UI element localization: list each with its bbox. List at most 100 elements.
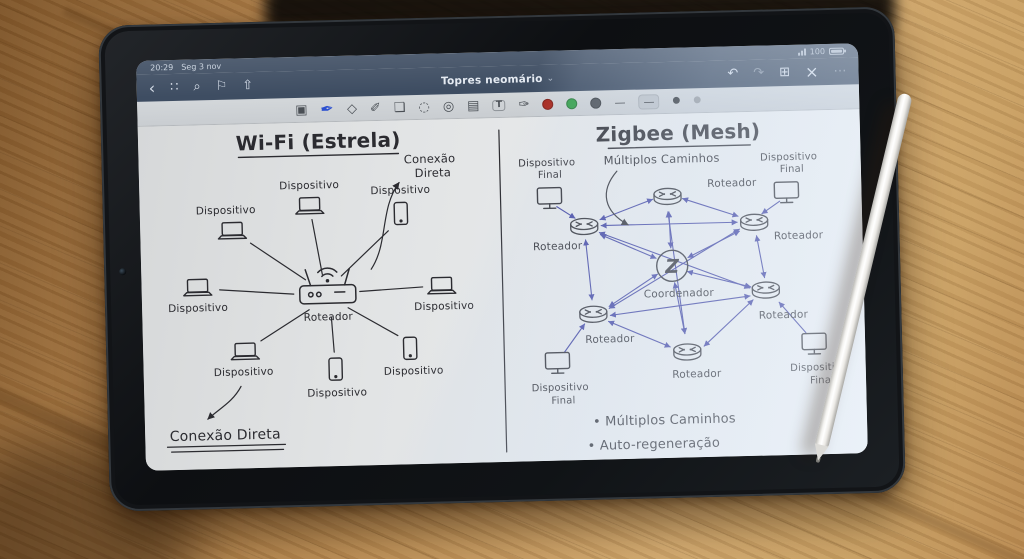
shapes-tool-icon[interactable]: ❏ — [393, 99, 406, 116]
bookmark-icon[interactable]: ⚐ — [215, 78, 228, 94]
end-device-monitor-icon — [801, 332, 828, 355]
end-device-links — [556, 200, 807, 354]
network-topology-drawing: Wi-Fi (Estrela) Ro — [166, 119, 847, 454]
end-device-label: Final — [538, 170, 562, 182]
redo-icon[interactable]: ↷ — [753, 65, 765, 81]
end-device-label: Final — [780, 164, 804, 176]
wifi-title: Wi-Fi (Estrela) — [235, 127, 400, 155]
pen-tool-icon[interactable]: ✒ — [319, 98, 336, 120]
undo-icon[interactable]: ↶ — [727, 66, 739, 82]
router-label: Roteador — [707, 177, 757, 190]
end-device-label: Final — [551, 395, 575, 407]
direct-connection-label: Conexão — [404, 151, 456, 166]
zigbee-router-icon — [653, 187, 682, 206]
ipad-tablet: 20:29 Seg 3 nov 100 ‹ ∷ ⌕ ⚐ ⇧ Topres neom… — [98, 6, 906, 512]
wifi-star-diagram: Wi-Fi (Estrela) Ro — [166, 127, 474, 453]
zigbee-title: Zigbee (Mesh) — [595, 119, 760, 147]
coordinator-z-glyph: Z — [664, 256, 681, 278]
text-tool-icon[interactable]: T — [492, 99, 506, 111]
laptop-icon — [426, 276, 457, 295]
document-title-dropdown[interactable]: Topres neomário ⌄ — [440, 72, 555, 87]
zigbee-router-icon — [672, 343, 702, 361]
phone-icon — [402, 336, 418, 361]
color-swatch-green[interactable] — [566, 97, 578, 109]
router-label: Roteador — [759, 309, 809, 322]
router-label: Roteador — [304, 311, 354, 324]
nav-left-group: ‹ ∷ ⌕ ⚐ ⇧ — [148, 77, 254, 98]
multiple-paths-annotation: Múltiplos Caminhos — [603, 151, 719, 168]
router-label: Roteador — [533, 240, 583, 253]
end-device-monitor-icon — [544, 351, 571, 375]
zigbee-router-icon — [739, 213, 769, 232]
zigbee-router-icon — [579, 305, 608, 324]
multiple-paths-arrow — [605, 170, 629, 226]
coordinator-label: Coordenador — [644, 287, 715, 301]
wifi-icon — [797, 48, 806, 56]
status-time-date: 20:29 Seg 3 nov — [150, 61, 229, 72]
back-icon[interactable]: ‹ — [148, 77, 156, 98]
search-icon[interactable]: ⌕ — [193, 79, 201, 95]
direct-connection-bottom-label: Conexão Direta — [170, 426, 281, 445]
eraser-tool-icon[interactable]: ◇ — [346, 101, 358, 117]
router-label: Roteador — [585, 333, 635, 346]
coordinator-icon — [656, 249, 689, 283]
device-label: Dispositivo — [214, 366, 274, 379]
note-canvas[interactable]: Wi-Fi (Estrela) Ro — [137, 109, 868, 471]
color-swatch-gray[interactable] — [590, 97, 602, 109]
device-label: Dispositivo — [370, 184, 430, 197]
stroke-extra[interactable]: ● — [693, 95, 702, 106]
chevron-down-icon: ⌄ — [546, 73, 555, 84]
direct-connection-arrow-bottom — [207, 385, 242, 420]
device-label: Dispositivo — [168, 302, 228, 315]
share-icon[interactable]: ⇧ — [242, 78, 254, 94]
page-thumbnails-icon[interactable]: ∷ — [169, 79, 179, 96]
device-label: Dispositivo — [196, 204, 256, 217]
more-icon[interactable]: ⋯ — [833, 63, 847, 79]
color-swatch-red[interactable] — [542, 98, 554, 110]
lasso-tool-icon[interactable]: ◌ — [418, 99, 431, 115]
front-camera — [119, 268, 127, 276]
end-device-label: Final — [810, 375, 834, 387]
zigbee-mesh-diagram: Zigbee (Mesh) — [518, 119, 847, 454]
device-label: Dispositivo — [414, 300, 474, 313]
laptop-icon — [217, 221, 248, 240]
direct-connection-arrow — [370, 181, 400, 270]
toolbox-icon[interactable]: ▣ — [295, 102, 308, 118]
panel-divider-line — [498, 129, 508, 453]
highlighter-tool-icon[interactable]: ✐ — [369, 100, 382, 116]
stroke-medium-selected[interactable]: — — [638, 93, 660, 110]
add-page-icon[interactable]: ⊞ — [779, 64, 791, 81]
battery-icon — [828, 47, 845, 55]
underline — [166, 443, 287, 453]
router-label: Roteador — [774, 229, 824, 242]
status-indicators: 100 — [797, 46, 845, 56]
laser-pointer-icon[interactable]: ✑ — [518, 96, 530, 113]
mesh-links — [583, 197, 767, 348]
device-label: Dispositivo — [384, 364, 444, 377]
image-tool-icon[interactable]: ▤ — [467, 98, 480, 114]
device-label: Dispositivo — [279, 179, 339, 192]
direct-connection-label: Direta — [415, 165, 452, 180]
nav-right-group: ↶ ↷ ⊞ × ⋯ — [727, 61, 847, 82]
end-device-monitor-icon — [536, 186, 563, 210]
stroke-thin[interactable]: — — [614, 95, 626, 109]
stroke-thick[interactable]: ● — [672, 95, 681, 106]
clock-time: 20:29 — [150, 62, 174, 73]
end-device-label: Dispositivo — [760, 151, 817, 163]
document-title: Topres neomário — [440, 72, 543, 87]
battery-percent: 100 — [809, 46, 826, 56]
end-device-label: Dispositivo — [532, 382, 589, 394]
close-icon[interactable]: × — [804, 61, 819, 82]
status-date: Seg 3 nov — [181, 61, 222, 72]
laptop-icon — [294, 196, 325, 215]
end-device-label: Dispositivo — [518, 157, 575, 169]
laptop-icon — [230, 342, 261, 361]
zigbee-router-icon — [569, 217, 599, 236]
wifi-router-icon — [298, 266, 357, 305]
laptop-icon — [182, 278, 213, 297]
bullet-multiple-paths: • Múltiplos Caminhos — [593, 411, 736, 429]
zoom-tool-icon[interactable]: ◎ — [442, 98, 455, 114]
bullet-self-healing: • Auto-regeneração — [587, 436, 720, 454]
phone-icon — [393, 201, 409, 226]
phone-icon — [328, 357, 344, 381]
